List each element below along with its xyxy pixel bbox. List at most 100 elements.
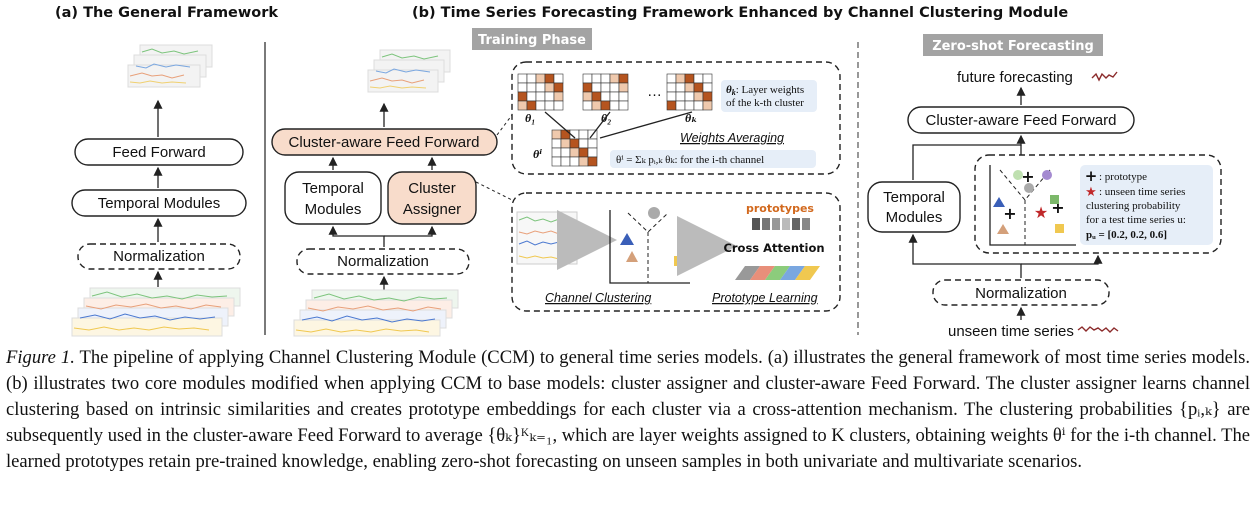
cluster-assigner-line1: Cluster [408, 180, 456, 197]
theta-2-label: θ₂ [601, 111, 611, 125]
theta-k-grid-cell [693, 91, 704, 102]
theta-1-grid-cell [544, 91, 555, 102]
prototypes-label: prototypes [746, 202, 814, 215]
zero-shot-axes [989, 165, 1076, 246]
star-legend-icon: ★ [1085, 185, 1097, 200]
theta-1-grid-cell [553, 82, 564, 93]
panel-a-title: (a) The General Framework [55, 5, 278, 21]
caption-text: The pipeline of applying Channel Cluster… [6, 347, 1250, 472]
zero-shot-label: Zero-shot Forecasting [932, 39, 1094, 54]
weights-formula-box [610, 150, 816, 168]
unseen-series-label: unseen time series [948, 323, 1074, 340]
theta-2-grid-cell [609, 73, 620, 84]
theta-2-grid-cell [591, 91, 602, 102]
theta-k-note [721, 80, 817, 112]
theta-k-label: θₖ [685, 111, 698, 125]
input-series-stack [71, 287, 241, 337]
theta-2-grid-cell [591, 100, 602, 111]
weight-grids [517, 73, 713, 167]
caption-label: Figure 1. [6, 347, 75, 368]
forecast-sparkline [1091, 71, 1118, 82]
theta-1-grid-cell [535, 100, 546, 111]
theta-2-grid-cell [582, 91, 593, 102]
temporal-modules-b-line1: Temporal [302, 180, 364, 197]
theta-k-grid-cell [684, 91, 695, 102]
future-forecasting-label: future forecasting [957, 69, 1073, 86]
feed-forward-box [74, 138, 244, 166]
input-series-stack-b [293, 289, 459, 337]
legend-unseen-line3: for a test time series u: [1086, 214, 1186, 226]
theta-i-grid-cell [587, 156, 598, 167]
theta-k-grid-cell [693, 82, 704, 93]
theta-1-grid-cell [544, 73, 555, 84]
theta-k-grid-cell [675, 73, 686, 84]
theta-1-grid-cell [517, 100, 528, 111]
output-series-stack-b [367, 49, 451, 93]
cluster-point-yellow-square [674, 256, 684, 266]
prototype-bars [752, 218, 810, 230]
panel-b-title: (b) Time Series Forecasting Framework En… [412, 5, 1068, 21]
theta-2-grid-cell [582, 100, 593, 111]
theta-i-grid-cell [587, 138, 598, 149]
zero-shot-badge [923, 34, 1103, 56]
ccm-pipeline-diagram: (a) The General Framework Feed Forward T… [55, 5, 1222, 340]
temporal-modules-label: Temporal Modules [98, 195, 221, 212]
weights-averaging-label: Weights Averaging [680, 131, 784, 145]
theta-1-grid-cell [535, 73, 546, 84]
theta-2-grid-cell [600, 100, 611, 111]
theta-1-grid-cell [535, 82, 546, 93]
theta-k-grid-cell [666, 73, 677, 84]
theta-k-grid-cell [684, 82, 695, 93]
temporal-modules-box-c [867, 181, 961, 233]
theta-1-grid-cell [526, 73, 537, 84]
theta-i-grid-cell [569, 156, 580, 167]
theta-k-note-line2: of the k-th cluster [726, 97, 804, 109]
theta-2-grid-cell [618, 100, 629, 111]
cluster-aware-ff-box-c [907, 106, 1135, 134]
theta-k-note-line1: θk: Layer weights [726, 84, 804, 97]
clustering-input-series [516, 211, 578, 265]
legend-unseen-line2: clustering probability [1086, 200, 1181, 212]
theta-k-grid-cell [702, 91, 713, 102]
theta-k-grid-cell [675, 100, 686, 111]
theta-i-grid-cell [569, 138, 580, 149]
cluster-assigner-box [387, 171, 477, 225]
theta-i-grid-cell [551, 156, 562, 167]
theta-i-grid-cell [560, 156, 571, 167]
panel-b: (b) Time Series Forecasting Framework En… [271, 5, 1068, 337]
theta-2-grid-cell [600, 73, 611, 84]
theta-k-grid-cell [666, 100, 677, 111]
normalization-box [77, 243, 241, 270]
theta-k-grid-cell [702, 82, 713, 93]
cluster-aware-ff-c-label: Cluster-aware Feed Forward [926, 112, 1117, 129]
theta-i-grid-cell [587, 147, 598, 158]
theta-k-grid-cell [702, 100, 713, 111]
legend-pu: pᵤ = [0.2, 0.2, 0.6] [1086, 229, 1167, 241]
theta-1-grid-cell [526, 82, 537, 93]
theta-i-grid-cell [569, 147, 580, 158]
theta-1-grid-cell [544, 100, 555, 111]
weights-formula: θⁱ = Σₖ pᵢ,ₖ θₖ: for the i-th channel [616, 154, 764, 166]
theta-2-grid-cell [582, 73, 593, 84]
theta-i-grid-cell [560, 147, 571, 158]
theta-i-grid-cell [551, 147, 562, 158]
normalization-box-c [932, 279, 1110, 306]
unseen-sparkline [1077, 326, 1119, 333]
theta-k-grid-cell [684, 73, 695, 84]
theta-i-grid-cell [551, 138, 562, 149]
theta-1-grid-cell [553, 91, 564, 102]
theta-i-label: θⁱ [533, 147, 542, 161]
theta-2-grid-cell [582, 82, 593, 93]
prototype-legend-icon: + [1085, 167, 1098, 185]
ellipsis: … [647, 83, 662, 100]
cluster-point-blue-triangle [620, 233, 634, 245]
feed-forward-label: Feed Forward [112, 144, 205, 161]
normalization-label: Normalization [113, 248, 205, 265]
theta-1-grid-cell [517, 91, 528, 102]
theta-2-grid-cell [609, 82, 620, 93]
cluster-point-green-square [678, 234, 688, 244]
cluster-aware-ff-label: Cluster-aware Feed Forward [289, 134, 480, 151]
theta-k-grid-cell [702, 73, 713, 84]
panel-a: (a) The General Framework Feed Forward T… [55, 5, 278, 337]
training-phase-label: Training Phase [478, 33, 586, 48]
